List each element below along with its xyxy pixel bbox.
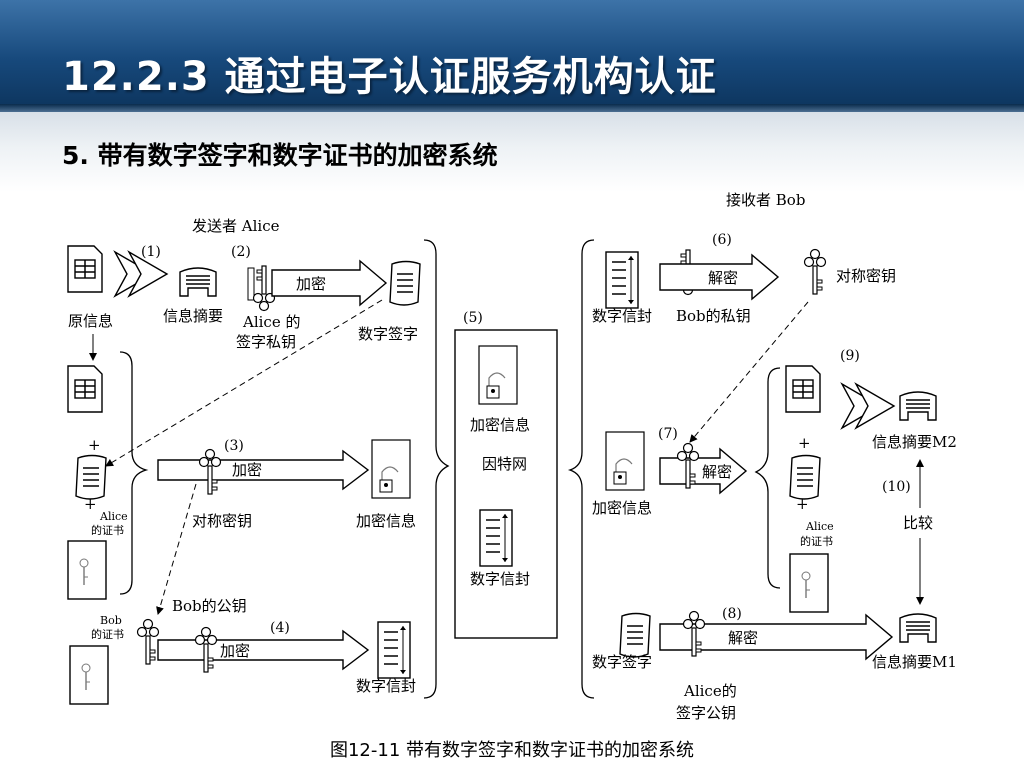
plus-4: + [796,495,809,513]
sender-label: 发送者 Alice [192,217,280,235]
envelope-decrypt-arrow [659,253,780,301]
step-1-label: (1) [141,244,161,260]
alice-private-key-label-1: Alice 的 [242,313,300,331]
step-2-label: (2) [231,244,251,260]
title-bar-shadow [0,104,1024,112]
original-info-icon [67,245,103,293]
recovered-symmetric-key-icon [803,248,827,295]
figure-caption: 图12-11 带有数字签字和数字证书的加密系统 [329,740,695,761]
digital-envelope-icon-left [377,621,411,679]
alice-cert-label-right-2: 的证书 [800,534,833,548]
bob-cert-label-1: Bob [100,614,122,627]
alice-cert-label-2: 的证书 [91,523,124,537]
symmetric-encrypt-label: 加密 [232,461,262,479]
bundle-brace [119,351,149,595]
signing-bracket [247,267,255,301]
bob-public-key-label: Bob的公钥 [172,597,247,615]
info-digest-label: 信息摘要 [163,307,223,325]
alice-public-key-label-1: Alice的 [683,682,737,700]
digital-signature-label-right: 数字签字 [592,653,652,671]
signature-dashed-arrow [105,299,383,467]
digest-m1-label: 信息摘要M1 [872,653,957,671]
original-info-label: 原信息 [68,312,113,330]
encrypted-info-icon-center [478,345,518,405]
digest-m2-icon [899,391,937,421]
symkey-to-decrypt-dashed-arrow [689,301,809,443]
sign-arrow [271,259,388,307]
digital-envelope-label-right: 数字信封 [592,307,652,325]
encrypted-info-label-center: 加密信息 [470,416,530,434]
bob-public-key-icon [136,618,160,665]
step-5-label: (5) [463,310,483,326]
encrypted-info-label-left: 加密信息 [356,512,416,530]
receiver-label: 接收者 Bob [726,191,805,209]
alice-public-key-label-2: 签字公钥 [676,704,736,722]
alice-cert-icon [67,540,107,600]
internet-label: 因特网 [482,455,527,473]
digital-signature-icon-right [619,612,651,658]
envelope-encrypt-label: 加密 [220,642,250,660]
digital-envelope-icon-right [605,251,639,309]
hash-chevron-icon-right [841,383,895,429]
step-9-label: (9) [840,348,860,364]
digital-envelope-icon-center [479,509,513,567]
alice-private-key-label-2: 签字私钥 [236,333,296,351]
compare-label: 比较 [903,514,933,532]
digital-envelope-label-center: 数字信封 [470,570,530,588]
bob-private-key-label: Bob的私钥 [676,307,751,325]
digital-signature-icon [389,260,421,306]
slide-subtitle: 5. 带有数字签字和数字证书的加密系统 [62,141,498,170]
bob-cert-label-2: 的证书 [91,627,124,641]
encrypted-info-icon-left [371,439,411,499]
alice-cert-label-1: Alice [99,510,128,523]
title-bar [0,0,1024,108]
step-4-label: (4) [270,620,290,636]
plus-2: + [84,495,97,513]
step-10-label: (10) [882,479,911,495]
envelope-encrypt-arrow [157,630,369,670]
bundle-signature-icon [75,454,107,500]
step-3-label: (3) [224,438,244,454]
receiver-bundle-brace [754,367,781,589]
digital-signature-label: 数字签字 [358,325,418,343]
alice-cert-icon-right [789,553,829,613]
envelope-decrypt-label: 解密 [708,269,738,287]
slide-title: 12.2.3 通过电子认证服务机构认证 [62,54,717,100]
plus-3: + [798,434,811,452]
step-7-label: (7) [658,426,678,442]
step-8-label: (8) [722,606,742,622]
alice-cert-label-right-1: Alice [805,520,834,533]
recovered-doc-icon [785,365,821,413]
bob-cert-icon [69,645,109,705]
digest-m1-icon [899,613,937,643]
symmetric-encrypt-arrow [157,450,369,490]
encrypted-info-icon-right [605,431,645,491]
sender-brace [423,239,450,699]
info-decrypt-label: 解密 [702,463,732,481]
background-band [0,112,1024,192]
step-6-label: (6) [712,232,732,248]
plus-1: + [88,436,101,454]
digital-envelope-label-left: 数字信封 [356,677,416,695]
digest-m2-label: 信息摘要M2 [872,433,957,451]
encrypted-info-label-right: 加密信息 [592,499,652,517]
receiver-brace [567,239,595,699]
recovered-signature-icon [789,454,821,500]
sign-encrypt-label: 加密 [296,275,326,293]
recovered-symmetric-key-label: 对称密钥 [836,267,896,285]
signature-decrypt-label: 解密 [728,629,758,647]
bundle-doc-icon [67,365,103,413]
symmetric-key-label: 对称密钥 [192,512,252,530]
info-digest-icon [179,267,217,297]
symkey-dashed-arrow [156,483,197,615]
